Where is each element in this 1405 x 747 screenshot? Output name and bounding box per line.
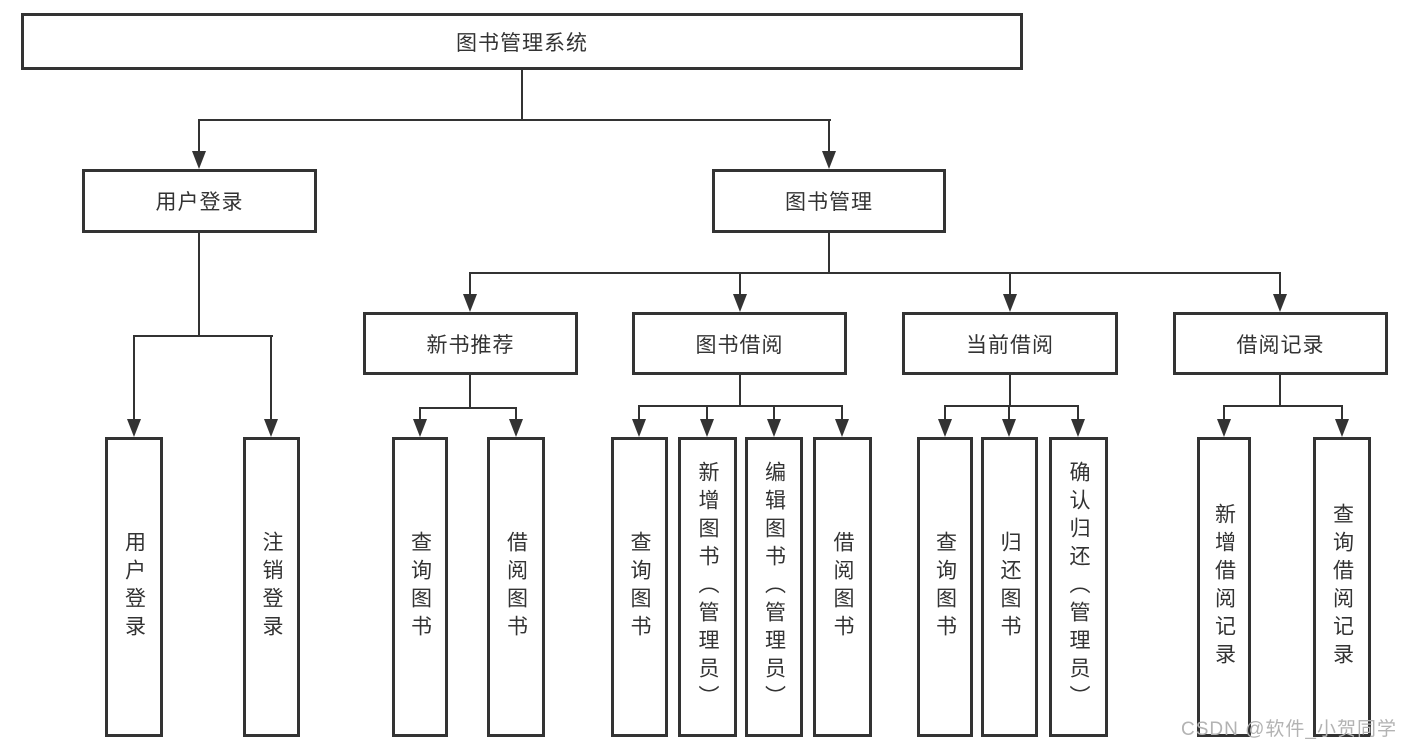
node-book-management: 图书管理: [712, 169, 946, 233]
connector-borrow-records-stem: [1279, 375, 1281, 406]
arrow-to-leaf-edit-books: [767, 419, 781, 437]
connector-book-borrow-branch: [638, 405, 843, 407]
arrow-to-leaf-login: [127, 419, 141, 437]
connector-user-login-branch: [133, 335, 273, 337]
arrow-to-borrow-records: [1273, 294, 1287, 312]
arrow-to-leaf-add-books: [700, 419, 714, 437]
watermark: CSDN @软件_小贺同学: [1181, 719, 1397, 740]
leaf-edit-books-admin: 编辑图书（管理员）: [745, 437, 803, 737]
connector-new-book-stem: [469, 375, 471, 408]
connector-leaf-stem: [841, 405, 843, 421]
connector-root-stem: [521, 70, 523, 120]
connector-leaf-stem: [638, 405, 640, 421]
connector-leaf-stem: [419, 407, 421, 421]
connector-to-borrow-records: [1279, 272, 1281, 296]
leaf-borrow-books-2: 借阅图书: [813, 437, 872, 737]
node-label: 借阅记录: [1236, 333, 1325, 357]
connector-root-branch: [198, 119, 831, 121]
connector-leaf-stem: [706, 405, 708, 421]
node-book-borrow: 图书借阅: [632, 312, 847, 375]
connector-to-leaf-login: [133, 335, 135, 420]
connector-leaf-stem: [515, 407, 517, 421]
connector-to-user-login: [198, 119, 200, 153]
arrow-to-leaf-confirm-return: [1071, 419, 1085, 437]
leaf-label: 编辑图书（管理员）: [762, 461, 786, 713]
leaf-add-books-admin: 新增图书（管理员）: [678, 437, 737, 737]
arrow-to-leaf-query-books-3: [938, 419, 952, 437]
arrow-to-book-borrow: [733, 294, 747, 312]
leaf-label: 新增图书（管理员）: [696, 461, 720, 713]
connector-to-leaf-logout: [270, 335, 272, 420]
node-library-management-system: 图书管理系统: [21, 13, 1023, 70]
connector-leaf-stem: [1341, 405, 1343, 421]
connector-to-new-book: [469, 272, 471, 296]
leaf-query-books-1: 查询图书: [392, 437, 448, 737]
arrow-to-leaf-borrow-books-2: [835, 419, 849, 437]
connector-book-management-branch: [469, 272, 1281, 274]
node-borrow-records: 借阅记录: [1173, 312, 1388, 375]
leaf-label: 借阅图书: [831, 531, 855, 643]
connector-leaf-stem: [1223, 405, 1225, 421]
connector-book-borrow-stem: [739, 375, 741, 406]
node-label: 图书管理: [785, 191, 873, 214]
leaf-label: 查询图书: [408, 531, 432, 643]
leaf-query-books-3: 查询图书: [917, 437, 973, 737]
leaf-return-books: 归还图书: [981, 437, 1038, 737]
connector-new-book-branch: [419, 407, 517, 409]
arrow-to-current-borrow: [1003, 294, 1017, 312]
node-label: 用户登录: [155, 191, 244, 214]
node-label: 图书借阅: [695, 333, 784, 357]
connector-leaf-stem: [1008, 405, 1010, 421]
connector-leaf-stem: [1077, 405, 1079, 421]
arrow-to-leaf-query-books-2: [632, 419, 646, 437]
arrow-to-leaf-query-record: [1335, 419, 1349, 437]
connector-user-login-stem: [198, 233, 200, 336]
connector-borrow-records-branch: [1223, 405, 1343, 407]
arrow-to-book-management: [822, 151, 836, 169]
leaf-borrow-books-1: 借阅图书: [487, 437, 545, 737]
leaf-label: 查询图书: [628, 531, 652, 643]
leaf-label: 查询借阅记录: [1330, 503, 1354, 671]
leaf-user-login: 用户登录: [105, 437, 163, 737]
node-user-login: 用户登录: [82, 169, 317, 233]
connector-book-management-stem: [828, 233, 830, 273]
arrow-to-leaf-query-books-1: [413, 419, 427, 437]
leaf-label: 注销登录: [260, 531, 284, 643]
connector-current-borrow-branch: [944, 405, 1079, 407]
arrow-to-leaf-add-record: [1217, 419, 1231, 437]
arrow-to-leaf-logout: [264, 419, 278, 437]
connector-to-book-management: [828, 119, 830, 153]
arrow-to-leaf-borrow-books-1: [509, 419, 523, 437]
leaf-label: 查询图书: [933, 531, 957, 643]
leaf-label: 确认归还（管理员）: [1067, 461, 1091, 713]
node-current-borrow: 当前借阅: [902, 312, 1118, 375]
connector-to-current-borrow: [1009, 272, 1011, 296]
leaf-add-borrow-record: 新增借阅记录: [1197, 437, 1251, 737]
node-label: 图书管理系统: [456, 31, 588, 55]
connector-current-borrow-stem: [1009, 375, 1011, 406]
leaf-label: 新增借阅记录: [1212, 503, 1236, 671]
leaf-query-borrow-record: 查询借阅记录: [1313, 437, 1371, 737]
leaf-label: 用户登录: [122, 531, 146, 643]
leaf-confirm-return-admin: 确认归还（管理员）: [1049, 437, 1108, 737]
connector-leaf-stem: [944, 405, 946, 421]
leaf-label: 借阅图书: [504, 531, 528, 643]
leaf-label: 归还图书: [998, 531, 1022, 643]
node-label: 新书推荐: [426, 333, 515, 357]
arrow-to-new-book: [463, 294, 477, 312]
node-new-book-recommend: 新书推荐: [363, 312, 578, 375]
leaf-logout: 注销登录: [243, 437, 300, 737]
connector-leaf-stem: [773, 405, 775, 421]
arrow-to-user-login: [192, 151, 206, 169]
leaf-query-books-2: 查询图书: [611, 437, 668, 737]
node-label: 当前借阅: [966, 333, 1054, 357]
arrow-to-leaf-return-books: [1002, 419, 1016, 437]
connector-to-book-borrow: [739, 272, 741, 296]
